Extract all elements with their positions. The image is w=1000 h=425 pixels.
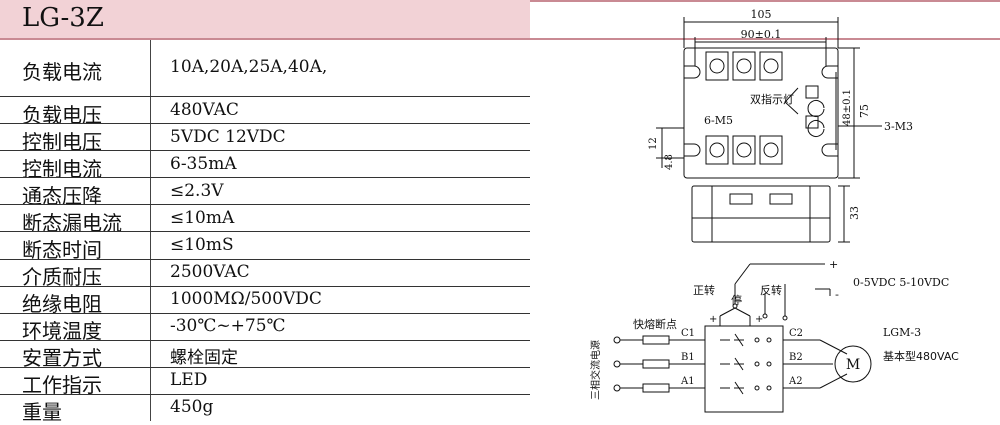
model-description: 基本型480VAC [883, 349, 959, 363]
indicator-label: 双指示灯 [750, 92, 794, 106]
terminal-bottom-1 [705, 135, 729, 165]
spec-label: 负载电流 [22, 60, 102, 84]
title-bar: LG-3Z [0, 0, 1000, 40]
spec-row: 重量 450g [0, 393, 530, 425]
spec-row: 控制电压 5VDC 12VDC [0, 123, 530, 154]
spec-row: 断态时间 ≤10mS [0, 231, 530, 262]
title-bottom-rule [0, 38, 1000, 40]
control-voltage-range: 0-5VDC 5-10VDC [853, 276, 949, 289]
title-background [0, 0, 530, 40]
spec-label: 工作指示 [22, 373, 102, 398]
spec-row: 工作指示 LED [0, 366, 530, 398]
motor-symbol [834, 345, 872, 383]
terminal-c1: C1 [681, 328, 695, 339]
dimension-drawing: 105 90±0.1 双指示灯 6-M5 3-M3 75 48±0.1 12 4… [648, 8, 913, 243]
product-title: LG-3Z [22, 3, 104, 33]
spec-value: 1000MΩ/500VDC [170, 289, 322, 310]
terminal-b1: B1 [681, 352, 695, 363]
spec-label: 负载电压 [22, 102, 102, 127]
indicator-pointer [784, 87, 799, 115]
relay-box [704, 325, 784, 413]
spec-row: 介质耐压 2500VAC [0, 258, 530, 290]
screw-label: 6-M5 [704, 114, 733, 127]
control-plus-left: + [709, 314, 717, 325]
spec-label: 控制电流 [22, 156, 102, 181]
spec-value: 480VAC [170, 99, 239, 120]
terminal-c2: C2 [789, 328, 803, 339]
control-terminal-2 [805, 115, 819, 129]
motor-label: M [846, 357, 860, 373]
spec-row: 负载电压 480VAC [0, 96, 530, 127]
spec-label: 绝缘电阻 [22, 292, 102, 317]
spec-value: 螺栓固定 [170, 348, 238, 369]
phase-a [613, 373, 848, 393]
spec-value: 2500VAC [170, 262, 250, 283]
spec-value: 450g [170, 397, 214, 418]
spec-value: LED [170, 370, 208, 391]
spec-value: 5VDC 12VDC [170, 126, 286, 147]
forward-label: 正转 [693, 283, 715, 297]
spec-value: ≤10mA [170, 207, 235, 228]
fuse-label: 快熔断点 [633, 317, 677, 331]
title-top-rule [530, 0, 1000, 2]
spec-label: 环境温度 [22, 319, 102, 344]
terminal-b2: B2 [789, 352, 803, 363]
spec-label: 断态时间 [22, 237, 102, 262]
spec-row: 通态压降 ≤2.3V [0, 177, 530, 208]
spec-row: 环境温度 -30℃~+75℃ [0, 312, 530, 344]
wiring-diagram: + - 0-5VDC 5-10VDC 正转 停 反转 + + 快熔断点 三相交流… [589, 258, 959, 413]
spec-value: -30℃~+75℃ [170, 316, 286, 337]
spec-label: 安置方式 [22, 346, 102, 371]
spec-label: 重量 [22, 400, 62, 425]
control-minus: - [835, 288, 839, 301]
spec-row: 负载电流 10A,20A,25A,40A, [0, 40, 530, 96]
dim-4-8: 4.8 [664, 154, 675, 170]
dim-width-total: 105 [751, 8, 772, 21]
spec-label: 控制电压 [22, 129, 102, 154]
spec-row: 断态漏电流 ≤10mA [0, 204, 530, 235]
supply-label: 三相交流电源 [589, 340, 602, 400]
terminal-top-1 [705, 51, 729, 81]
spec-row: 绝缘电阻 1000MΩ/500VDC [0, 285, 530, 317]
phase-c [613, 335, 848, 355]
dim-height-total: 75 [858, 104, 871, 118]
terminal-a1: A1 [680, 376, 695, 387]
spec-value: 10A,20A,25A,40A, [170, 57, 328, 77]
dim-side-height: 33 [848, 206, 861, 220]
spec-value: ≤2.3V [170, 180, 224, 201]
control-plus-right: + [755, 314, 763, 325]
mount-label: 3-M3 [884, 120, 913, 133]
terminal-top-2 [732, 51, 756, 81]
spec-row: 安置方式 螺栓固定 [0, 339, 530, 371]
reverse-label: 反转 [760, 283, 782, 297]
stop-label: 停 [731, 293, 742, 307]
dim-hole-spacing: 90±0.1 [741, 28, 782, 41]
terminal-top-3 [759, 51, 783, 81]
dim-12: 12 [648, 137, 659, 150]
terminal-a2: A2 [788, 376, 803, 387]
control-terminal-1 [805, 85, 819, 99]
spec-value: ≤10mS [170, 234, 234, 255]
spec-value: 6-35mA [170, 153, 237, 174]
table-column-divider [150, 40, 151, 421]
spec-label: 通态压降 [22, 183, 102, 208]
relay-body-side-view [691, 185, 831, 243]
relay-body-top-view [683, 47, 839, 179]
spec-label: 介质耐压 [22, 265, 102, 290]
model-name: LGM-3 [883, 326, 921, 339]
control-plus-top: + [829, 258, 838, 271]
terminal-bottom-3 [759, 135, 783, 165]
dim-hole-spacing-v: 48±0.1 [842, 89, 853, 126]
terminal-bottom-2 [732, 135, 756, 165]
spec-row: 控制电流 6-35mA [0, 150, 530, 181]
spec-label: 断态漏电流 [22, 210, 122, 235]
phase-b [613, 359, 833, 369]
